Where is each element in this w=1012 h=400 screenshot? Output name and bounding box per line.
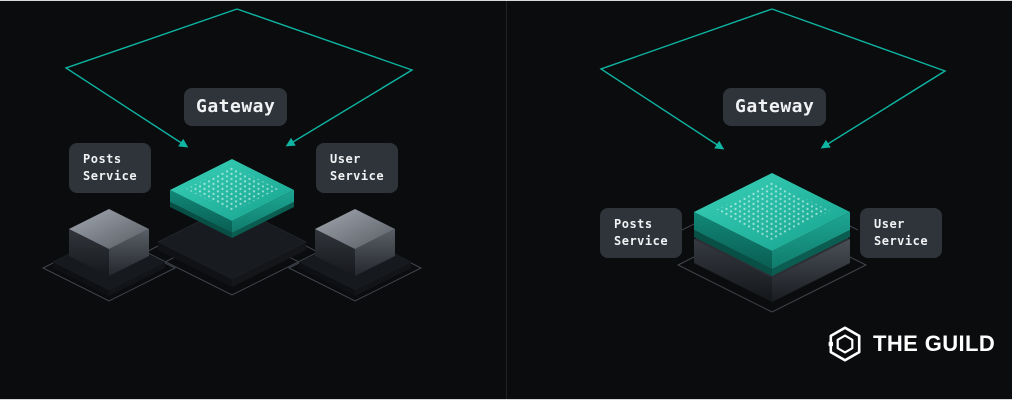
user-service-label-right: User Service [860, 208, 943, 258]
posts-service-cube [69, 209, 149, 276]
right-arrow-lines [599, 8, 947, 150]
left-arrow-lines [64, 8, 414, 148]
posts-service-label-right: Posts Service [600, 208, 683, 258]
panel-divider [506, 0, 507, 400]
gateway-label-left: Gateway [184, 88, 288, 126]
gateway-platform-left [170, 159, 294, 238]
frame-border-top [0, 0, 1012, 1]
gateway-label-right: Gateway [723, 88, 827, 126]
guild-logo-text: THE GUILD [873, 331, 996, 356]
posts-service-label-left: Posts Service [69, 143, 152, 193]
user-service-cube [315, 209, 395, 276]
guild-hexagon-icon [828, 326, 861, 362]
gateway-platform-right [694, 173, 850, 276]
user-service-label-left: User Service [316, 143, 399, 193]
gateway-base-slab-left [157, 204, 307, 287]
guild-logo: THE GUILD [826, 325, 995, 363]
